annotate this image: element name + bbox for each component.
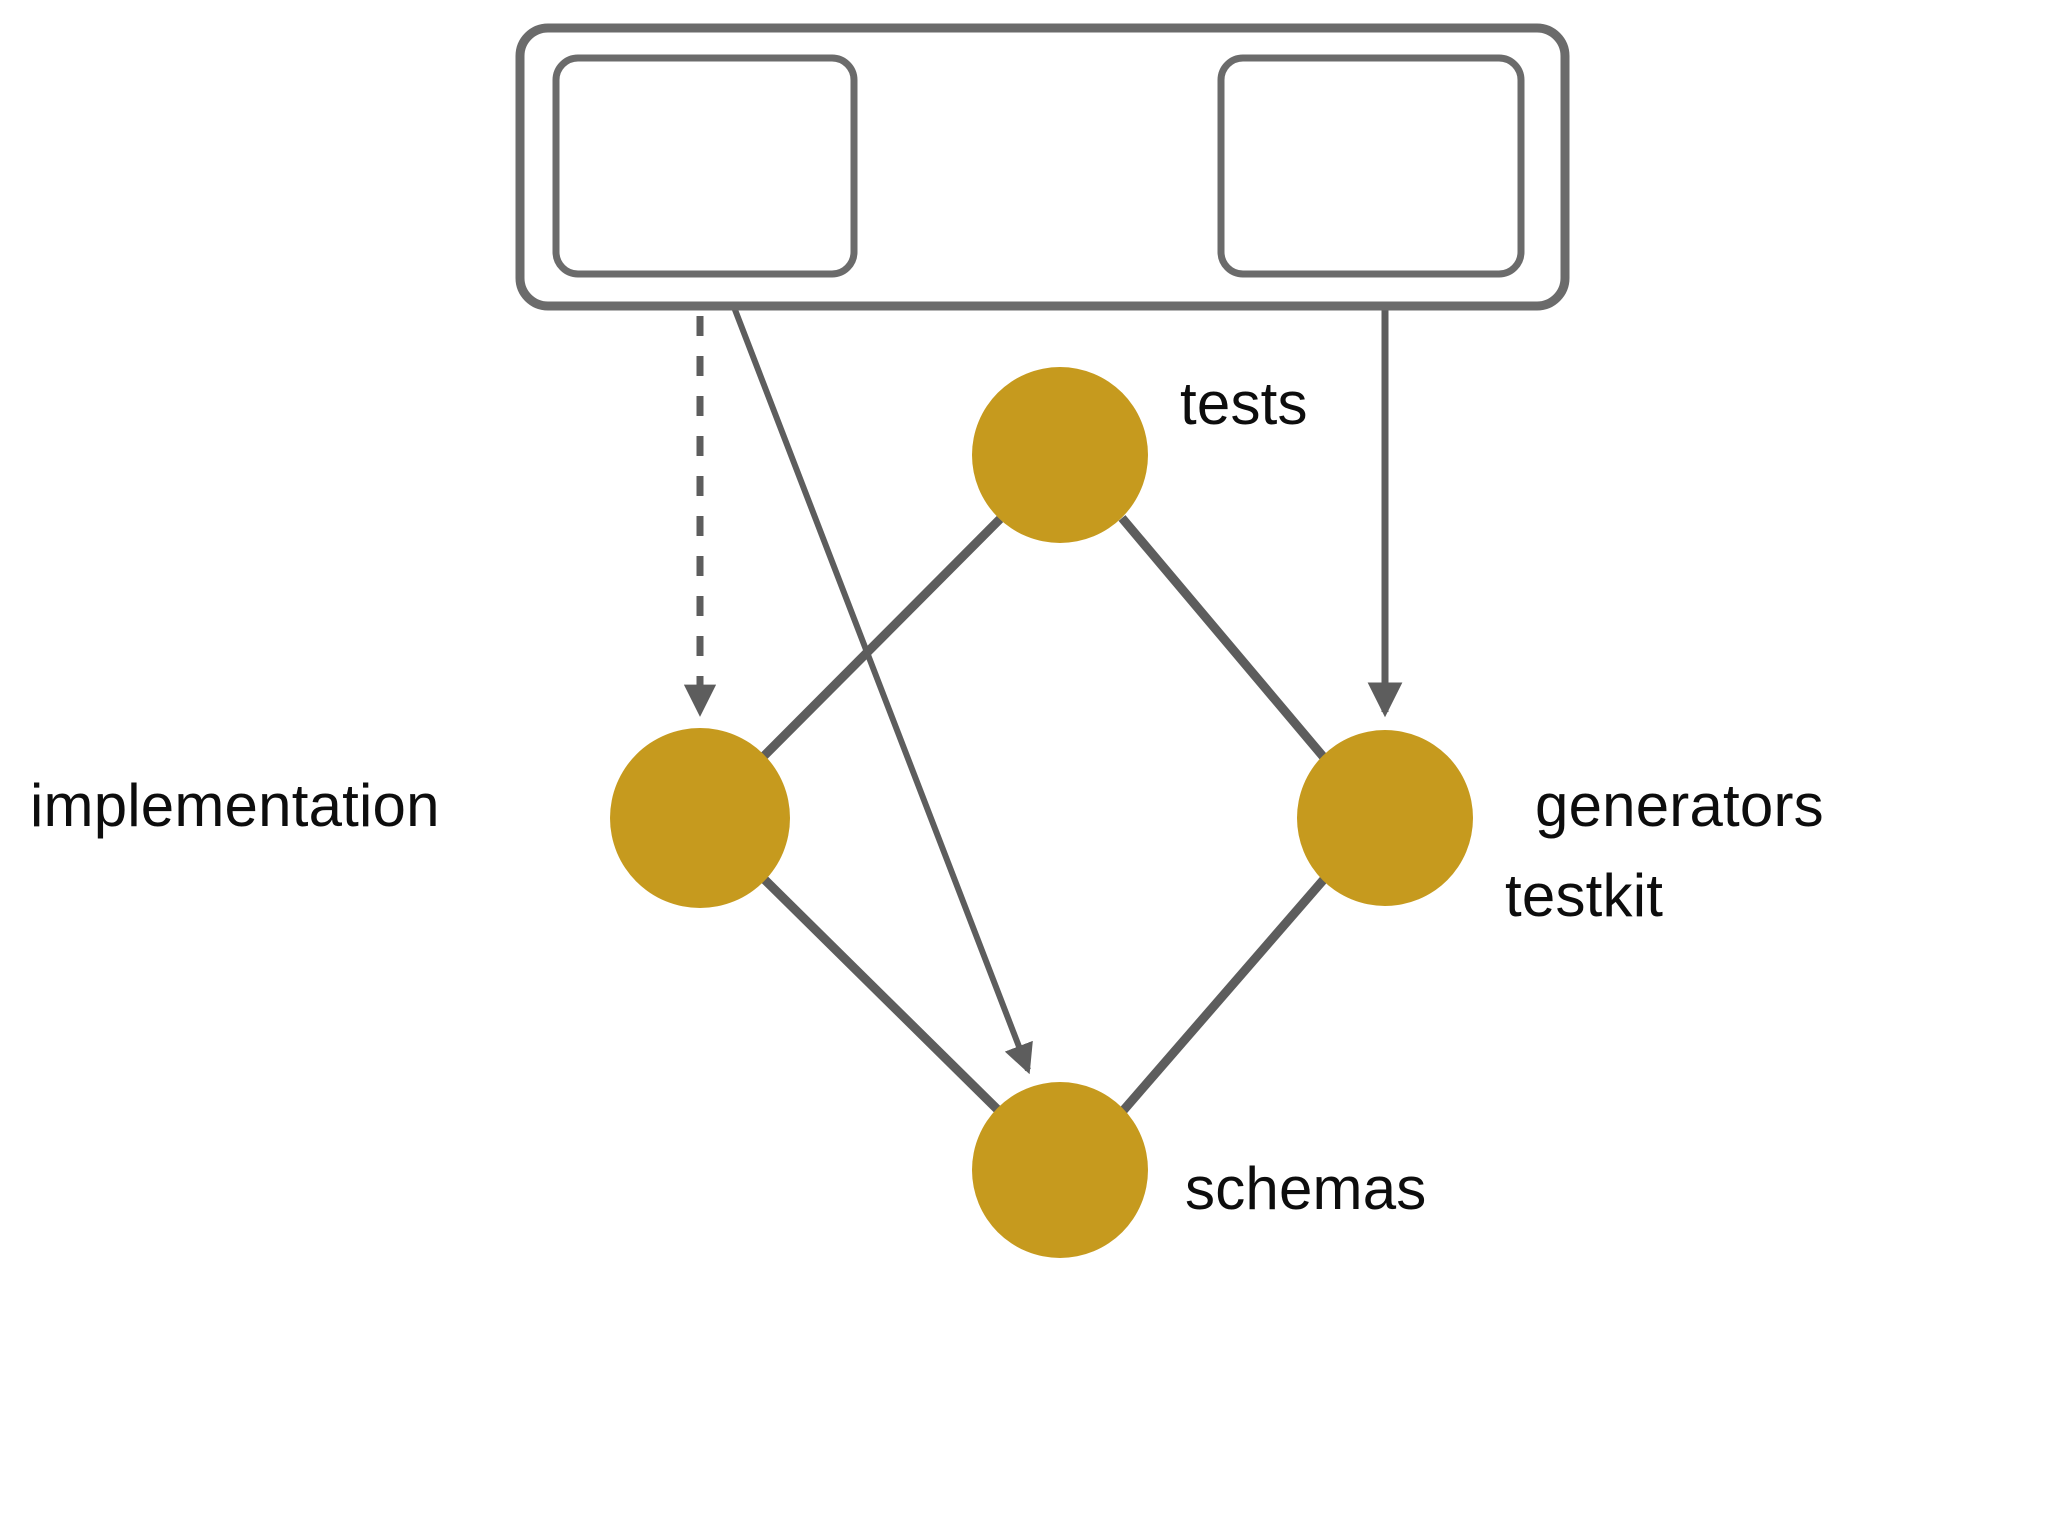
graph-nodes [610, 367, 1473, 1258]
container-group [515, 23, 1570, 311]
node-label-schemas: schemas [1185, 1155, 1427, 1222]
edge-tests-implementation [758, 515, 1004, 762]
node-label-generators: generators [1535, 772, 1824, 839]
left-box[interactable] [552, 54, 858, 278]
node-label-implementation: implementation [30, 772, 440, 839]
node-implementation[interactable] [610, 728, 790, 908]
node-label-testkit: testkit [1505, 862, 1664, 929]
edge-implementation-schemas [759, 874, 1004, 1116]
node-schemas[interactable] [972, 1082, 1148, 1258]
container-arrows [683, 274, 1403, 1075]
arrow-leftbox-to-schemas [719, 274, 1033, 1075]
edge-generators-schemas [1118, 875, 1329, 1115]
graph-edges [758, 515, 1330, 1116]
node-tests[interactable] [972, 367, 1148, 543]
node-generators[interactable] [1297, 730, 1473, 906]
edge-tests-generators [1118, 515, 1330, 763]
node-label-tests: tests [1180, 370, 1308, 437]
right-box[interactable] [1217, 54, 1525, 278]
